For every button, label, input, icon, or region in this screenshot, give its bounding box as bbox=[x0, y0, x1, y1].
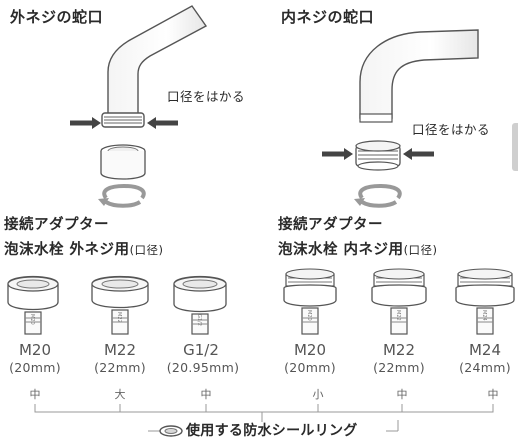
seal-ring-icon bbox=[159, 425, 183, 437]
adapter-outer-m22-icon bbox=[91, 275, 149, 335]
inner-section-subtitle-text: 泡沫水栓 内ネジ用 bbox=[278, 242, 404, 258]
ring-size-label: 小 bbox=[312, 388, 324, 401]
ring-size-label: 中 bbox=[29, 388, 41, 401]
outer-section-subtitle-text: 泡沫水栓 外ネジ用 bbox=[4, 242, 130, 258]
measure-arrows-icon bbox=[70, 117, 178, 129]
rotate-arrow-icon bbox=[354, 183, 402, 208]
adapter-mm-label: (22mm) bbox=[373, 360, 425, 375]
adapter-size-label: M22 bbox=[382, 341, 416, 359]
inner-section-title: 接続アダプター bbox=[278, 217, 383, 233]
adapter-size-label: M20 bbox=[293, 341, 327, 359]
adapter-size-label: M24 bbox=[468, 341, 502, 359]
adapter-mm-label: (20mm) bbox=[284, 360, 336, 375]
thread-label: M22 bbox=[116, 312, 122, 323]
inner-section-subtitle: 泡沫水栓 内ネジ用(口径) bbox=[278, 243, 438, 258]
outer-section-subtitle: 泡沫水栓 外ネジ用(口径) bbox=[4, 243, 164, 258]
outer-faucet-title: 外ネジの蛇口 bbox=[10, 8, 104, 26]
ring-bracket bbox=[34, 404, 494, 432]
ring-size-label: 中 bbox=[200, 388, 212, 401]
measure-arrows-icon bbox=[322, 148, 434, 160]
adapter-nut-icon bbox=[355, 140, 401, 171]
thread-label: G1/2 bbox=[196, 314, 202, 326]
adapter-nut-icon bbox=[100, 144, 146, 180]
ring-size-label: 中 bbox=[396, 388, 408, 401]
adapter-inner-m22-icon bbox=[371, 268, 427, 335]
rotate-arrow-icon bbox=[98, 183, 146, 208]
adapter-size-label: M20 bbox=[18, 341, 52, 359]
inner-thread-faucet-icon bbox=[359, 29, 479, 123]
inner-section-note: (口径) bbox=[403, 243, 438, 257]
adapter-mm-label: (22mm) bbox=[94, 360, 146, 375]
inner-faucet-title: 内ネジの蛇口 bbox=[281, 8, 375, 26]
ring-size-label: 中 bbox=[487, 388, 499, 401]
thread-label: M20 bbox=[306, 310, 312, 321]
ring-size-label: 大 bbox=[114, 388, 126, 401]
seal-ring-caption: 使用する防水シールリング bbox=[186, 423, 358, 439]
thread-label: M20 bbox=[29, 314, 35, 325]
adapter-outer-m20-icon bbox=[7, 275, 59, 335]
outer-section-note: (口径) bbox=[129, 243, 164, 257]
adapter-outer-g12-icon bbox=[173, 275, 227, 335]
thread-label: M22 bbox=[395, 310, 401, 321]
adapter-mm-label: (20.95mm) bbox=[166, 360, 240, 375]
outer-thread-faucet-icon bbox=[101, 5, 208, 128]
adapter-inner-m20-icon bbox=[283, 268, 337, 335]
scrollbar[interactable] bbox=[512, 123, 518, 171]
outer-section-title: 接続アダプター bbox=[4, 217, 109, 233]
adapter-inner-m24-icon bbox=[455, 268, 515, 335]
inner-measure-hint: 口径をはかる bbox=[412, 122, 491, 137]
thread-label: M24 bbox=[481, 310, 487, 321]
adapter-size-label: G1/2 bbox=[183, 341, 219, 359]
adapter-mm-label: (24mm) bbox=[459, 360, 511, 375]
outer-measure-hint: 口径をはかる bbox=[167, 89, 246, 104]
adapter-mm-label: (20mm) bbox=[9, 360, 61, 375]
adapter-size-label: M22 bbox=[103, 341, 137, 359]
